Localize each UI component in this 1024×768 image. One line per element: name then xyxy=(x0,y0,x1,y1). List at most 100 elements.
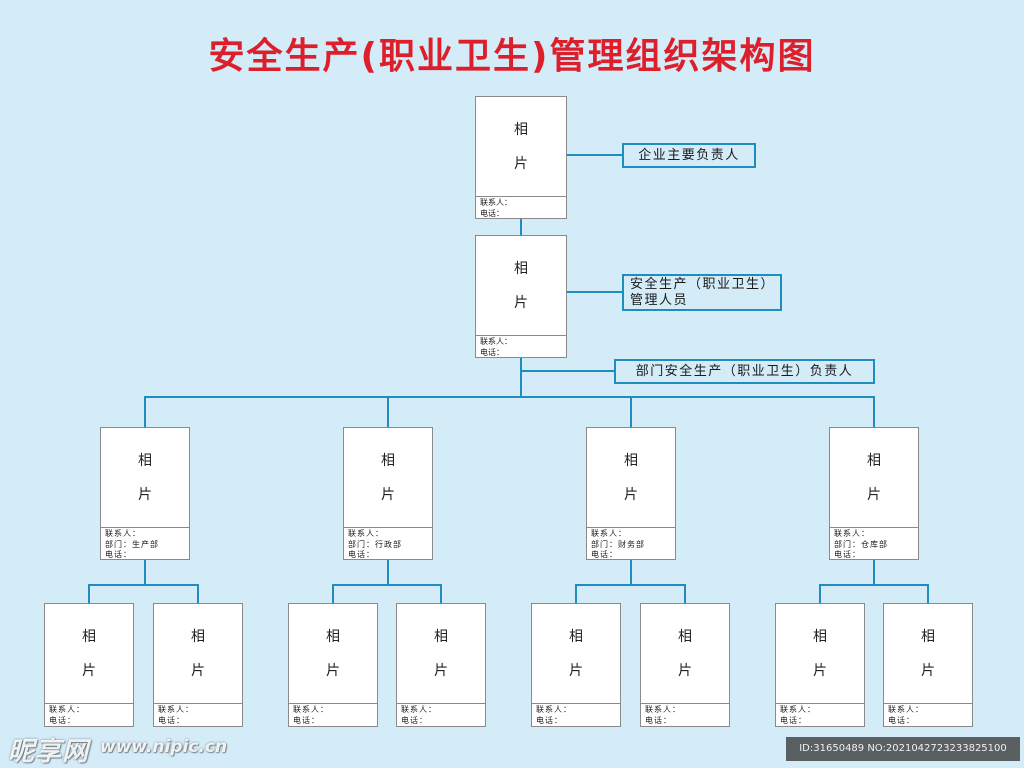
photo-label-char-2: 片 xyxy=(138,487,152,503)
photo-label-char-1: 相 xyxy=(514,261,528,277)
photo-area: 相 片 xyxy=(397,604,485,704)
photo-box-dept-production: 相 片 联系人： 部门：生产部 电话： xyxy=(100,427,190,560)
contact-info: 联系人： 部门：生产部 电话： xyxy=(105,529,159,561)
contact-info: 联系人： 部门：行政部 电话： xyxy=(348,529,402,561)
contact-info: 联系人： 电话： xyxy=(536,705,572,726)
phone-label: 电话： xyxy=(49,715,76,725)
photo-area: 相 片 xyxy=(532,604,620,704)
department-name: 行政部 xyxy=(375,539,402,549)
role-label-line-1: 安全生产（职业卫生） xyxy=(630,277,776,292)
photo-label-char-2: 片 xyxy=(82,663,96,679)
department-label: 部门： xyxy=(591,539,618,549)
contact-info: 联系人： 电话： xyxy=(158,705,194,726)
photo-label-char-1: 相 xyxy=(381,453,395,469)
contact-label: 联系人： xyxy=(401,705,437,714)
photo-area: 相 片 xyxy=(476,97,566,197)
contact-label: 联系人： xyxy=(49,705,85,714)
contact-label: 联系人： xyxy=(645,705,681,714)
contact-label: 联系人： xyxy=(834,529,870,538)
photo-label-char-1: 相 xyxy=(138,453,152,469)
contact-info: 联系人： 电话： xyxy=(480,337,512,358)
photo-label-char-1: 相 xyxy=(867,453,881,469)
photo-box-production-staff-2: 相 片 联系人： 电话： xyxy=(153,603,243,727)
photo-area: 相 片 xyxy=(776,604,864,704)
photo-area: 相 片 xyxy=(101,428,189,528)
contact-label: 联系人： xyxy=(105,529,141,538)
photo-label-char-1: 相 xyxy=(921,629,935,645)
photo-area: 相 片 xyxy=(344,428,432,528)
department-line: 部门：行政部 xyxy=(348,540,402,551)
phone-label: 电话： xyxy=(591,550,618,559)
contact-info: 联系人： 电话： xyxy=(645,705,681,726)
role-label-department-head: 部门安全生产（职业卫生）负责人 xyxy=(614,359,875,384)
photo-box-finance-staff-1: 相 片 联系人： 电话： xyxy=(531,603,621,727)
watermark-url: www.nipic.cn xyxy=(100,737,228,757)
photo-label-char-2: 片 xyxy=(678,663,692,679)
photo-label-char-2: 片 xyxy=(191,663,205,679)
phone-label: 电话： xyxy=(645,715,672,725)
phone-label: 电话： xyxy=(480,347,504,357)
contact-info: 联系人： 电话： xyxy=(888,705,924,726)
photo-box-dept-warehouse: 相 片 联系人： 部门：仓库部 电话： xyxy=(829,427,919,560)
contact-label: 联系人： xyxy=(293,705,329,714)
phone-label: 电话： xyxy=(834,550,861,559)
contact-label: 联系人： xyxy=(536,705,572,714)
photo-label-char-2: 片 xyxy=(813,663,827,679)
department-name: 仓库部 xyxy=(861,539,888,549)
department-name: 财务部 xyxy=(618,539,645,549)
photo-area: 相 片 xyxy=(641,604,729,704)
photo-box-administration-staff-1: 相 片 联系人： 电话： xyxy=(288,603,378,727)
photo-area: 相 片 xyxy=(154,604,242,704)
photo-area: 相 片 xyxy=(587,428,675,528)
department-name: 生产部 xyxy=(132,539,159,549)
phone-label: 电话： xyxy=(105,550,132,559)
phone-label: 电话： xyxy=(536,715,563,725)
photo-area: 相 片 xyxy=(476,236,566,336)
department-label: 部门： xyxy=(348,539,375,549)
photo-label-char-2: 片 xyxy=(514,295,528,311)
photo-area: 相 片 xyxy=(830,428,918,528)
contact-info: 联系人： 电话： xyxy=(480,198,512,219)
photo-label-char-1: 相 xyxy=(191,629,205,645)
department-line: 部门：仓库部 xyxy=(834,540,888,551)
photo-label-char-1: 相 xyxy=(514,122,528,138)
department-line: 部门：生产部 xyxy=(105,540,159,551)
contact-label: 联系人： xyxy=(480,337,512,346)
phone-label: 电话： xyxy=(348,550,375,559)
photo-label-char-1: 相 xyxy=(326,629,340,645)
phone-label: 电话： xyxy=(401,715,428,725)
phone-label: 电话： xyxy=(780,715,807,725)
phone-label: 电话： xyxy=(480,208,504,218)
photo-label-char-1: 相 xyxy=(624,453,638,469)
contact-info: 联系人： 部门：仓库部 电话： xyxy=(834,529,888,561)
photo-label-char-2: 片 xyxy=(624,487,638,503)
photo-label-char-2: 片 xyxy=(569,663,583,679)
role-label-line-2: 管理人员 xyxy=(630,293,689,308)
contact-label: 联系人： xyxy=(888,705,924,714)
photo-label-char-2: 片 xyxy=(381,487,395,503)
contact-label: 联系人： xyxy=(158,705,194,714)
photo-label-char-2: 片 xyxy=(326,663,340,679)
department-line: 部门：财务部 xyxy=(591,540,645,551)
contact-label: 联系人： xyxy=(480,198,512,207)
contact-info: 联系人： 电话： xyxy=(401,705,437,726)
contact-label: 联系人： xyxy=(348,529,384,538)
photo-box-dept-administration: 相 片 联系人： 部门：行政部 电话： xyxy=(343,427,433,560)
photo-label-char-2: 片 xyxy=(867,487,881,503)
photo-label-char-1: 相 xyxy=(434,629,448,645)
role-label-enterprise-head: 企业主要负责人 xyxy=(622,143,756,168)
photo-label-char-1: 相 xyxy=(813,629,827,645)
photo-label-char-1: 相 xyxy=(82,629,96,645)
photo-box-enterprise-head: 相 片 联系人： 电话： xyxy=(475,96,567,219)
photo-box-production-staff-1: 相 片 联系人： 电话： xyxy=(44,603,134,727)
contact-label: 联系人： xyxy=(591,529,627,538)
photo-area: 相 片 xyxy=(884,604,972,704)
photo-box-dept-finance: 相 片 联系人： 部门：财务部 电话： xyxy=(586,427,676,560)
photo-box-administration-staff-2: 相 片 联系人： 电话： xyxy=(396,603,486,727)
photo-label-char-2: 片 xyxy=(921,663,935,679)
role-label-safety-manager: 安全生产（职业卫生） 管理人员 xyxy=(622,274,782,311)
photo-area: 相 片 xyxy=(289,604,377,704)
department-label: 部门： xyxy=(834,539,861,549)
